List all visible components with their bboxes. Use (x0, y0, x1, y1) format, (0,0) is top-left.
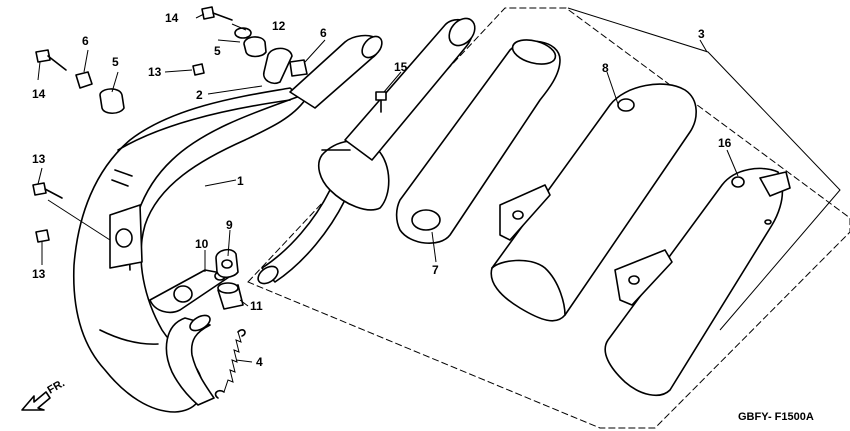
muffler-group-bracket (567, 7, 841, 331)
callout-16: 16 (718, 136, 732, 150)
callout-7: 7 (432, 263, 439, 277)
callout-8: 8 (602, 61, 609, 75)
callout-1: 1 (237, 174, 244, 188)
hardware (32, 6, 308, 243)
callout-13-upper: 13 (148, 65, 162, 79)
spring (214, 329, 246, 399)
silencer-packing (395, 39, 561, 245)
exhaust-pipe (72, 87, 306, 413)
callout-10: 10 (195, 237, 209, 251)
callouts: 1 2 3 4 5 5 6 6 7 8 9 10 11 12 13 13 13 … (32, 11, 732, 369)
callout-13-left: 13 (32, 152, 46, 166)
joint-pipe (289, 34, 383, 109)
front-direction-indicator: FR. (21, 377, 67, 411)
callout-9: 9 (226, 218, 233, 232)
inner-pipe (257, 17, 476, 285)
callout-6-right: 6 (320, 26, 327, 40)
callout-11: 11 (250, 299, 263, 313)
callout-15: 15 (394, 60, 408, 74)
muffler-assembly (604, 167, 791, 397)
callout-2: 2 (196, 88, 203, 102)
callout-5-left: 5 (112, 55, 119, 69)
callout-13-lower: 13 (32, 267, 46, 281)
bolt-15 (375, 91, 387, 113)
mounting-stay (149, 269, 233, 314)
front-arrow-icon (21, 391, 51, 411)
band-stay (215, 248, 239, 279)
front-label: FR. (46, 377, 67, 396)
callout-5-top: 5 (214, 44, 221, 58)
collar (217, 282, 244, 310)
callout-14-left: 14 (32, 87, 46, 101)
silencer-body (490, 83, 697, 322)
callout-3: 3 (698, 27, 705, 41)
callout-6-left: 6 (82, 34, 89, 48)
callout-4: 4 (256, 355, 263, 369)
leader-lines (37, 13, 739, 363)
callout-14-top: 14 (165, 11, 179, 25)
assembly-boundary (247, 7, 850, 429)
figure-code: GBFY- F1500A (738, 411, 814, 423)
callout-12: 12 (272, 19, 286, 33)
